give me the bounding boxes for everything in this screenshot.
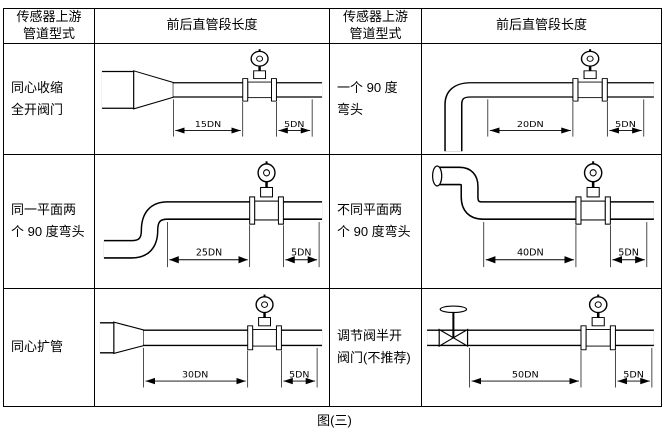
installation-requirements-table: 传感器上游 管道型式 前后直管段长度 传感器上游 管道型式 前后直管段长度 同心…: [3, 8, 662, 407]
flowmeter-sensor: [571, 48, 609, 103]
diagram-concentric-reducer: 15DN 5DN: [101, 48, 322, 137]
table-row: 同一平面两 个 90 度弯头 25DN: [3, 153, 662, 289]
upstream-length-label: 20DN: [516, 121, 543, 130]
upstream-dimension: 25DN: [166, 222, 250, 268]
diagram-concentric-expander: 30DN 5DN: [99, 293, 322, 388]
flowmeter-sensor: [245, 293, 283, 352]
diagram-two-elbows-same-plane: 25DN 5DN: [103, 160, 322, 268]
type-label-concentric-reducer: 同心收缩 全开阀门: [3, 42, 95, 155]
type-label-two-elbows-same-plane: 同一平面两 个 90 度弯头: [3, 153, 95, 289]
upstream-length-label: 15DN: [194, 121, 220, 130]
header-straight-length-right: 前后直管段长度: [421, 8, 662, 44]
type-label-half-open-regulating-valve: 调节阀半开 阀门(不推荐): [329, 287, 422, 407]
type-label-concentric-expander: 同心扩管: [3, 287, 95, 407]
upstream-dimension: 30DN: [142, 348, 248, 388]
downstream-length-label: 5DN: [289, 371, 309, 381]
downstream-dimension: 5DN: [609, 222, 647, 268]
diagram-two-elbows-different-plane: 40DN 5DN: [431, 160, 654, 268]
valve-handwheel: [439, 305, 467, 314]
diagram-cell-two-elbows-different-plane: 40DN 5DN: [421, 153, 662, 289]
flowmeter-sensor: [574, 160, 612, 226]
s-bend-pipe: [103, 201, 322, 259]
flowmeter-sensor: [247, 160, 285, 226]
diagram-cell-concentric-reducer: 15DN 5DN: [94, 42, 330, 155]
out-of-plane-elbow-pipe: [436, 166, 654, 221]
header-row: 传感器上游 管道型式 前后直管段长度 传感器上游 管道型式 前后直管段长度: [3, 8, 662, 44]
upstream-dimension: 20DN: [486, 99, 573, 137]
downstream-length-label: 5DN: [618, 248, 639, 259]
diagram-cell-one-90-elbow: 20DN 5DN: [421, 42, 662, 155]
diagram-cell-half-open-regulating-valve: 50DN 5DN: [421, 287, 662, 407]
upstream-length-label: 30DN: [182, 371, 208, 381]
flowmeter-sensor: [241, 48, 278, 103]
figure-caption: 图(三): [317, 412, 352, 428]
downstream-length-label: 5DN: [291, 248, 311, 259]
pipe-opening-ellipse: [431, 165, 442, 187]
expander-cone: [112, 321, 144, 355]
header-upstream-type-right: 传感器上游 管道型式: [329, 8, 422, 44]
type-label-one-90-elbow: 一个 90 度 弯头: [329, 42, 422, 155]
flowmeter-sensor: [579, 293, 617, 352]
upstream-dimension: 50DN: [468, 348, 581, 388]
regulating-valve-symbol: [438, 305, 468, 348]
downstream-dimension: 5DN: [280, 348, 317, 388]
upstream-length-label: 25DN: [195, 248, 221, 259]
diagram-half-open-regulating-valve: 50DN 5DN: [426, 293, 654, 388]
downstream-length-label: 5DN: [615, 121, 636, 130]
table-row: 同心收缩 全开阀门: [3, 42, 662, 155]
downstream-dimension: 5DN: [606, 99, 644, 137]
header-upstream-type-left: 传感器上游 管道型式: [3, 8, 95, 44]
diagram-cell-two-elbows-same-plane: 25DN 5DN: [94, 153, 330, 289]
downstream-dimension: 5DN: [275, 99, 312, 137]
downstream-length-label: 5DN: [623, 370, 644, 380]
header-straight-length-left: 前后直管段长度: [94, 8, 330, 44]
diagram-one-90-elbow: 20DN 5DN: [443, 48, 654, 152]
downstream-dimension: 5DN: [614, 348, 652, 388]
downstream-length-label: 5DN: [284, 121, 304, 130]
upstream-dimension: 15DN: [172, 99, 243, 137]
upstream-length-label: 40DN: [516, 248, 543, 259]
reducer-cone: [132, 70, 174, 110]
upstream-dimension: 40DN: [482, 222, 576, 268]
downstream-dimension: 5DN: [282, 222, 319, 268]
table-row: 同心扩管: [3, 287, 662, 407]
upstream-length-label: 50DN: [511, 370, 538, 380]
diagram-cell-concentric-expander: 30DN 5DN: [94, 287, 330, 407]
elbow-pipe: [443, 82, 654, 152]
type-label-two-elbows-different-plane: 不同平面两 个 90 度弯头: [329, 153, 422, 289]
